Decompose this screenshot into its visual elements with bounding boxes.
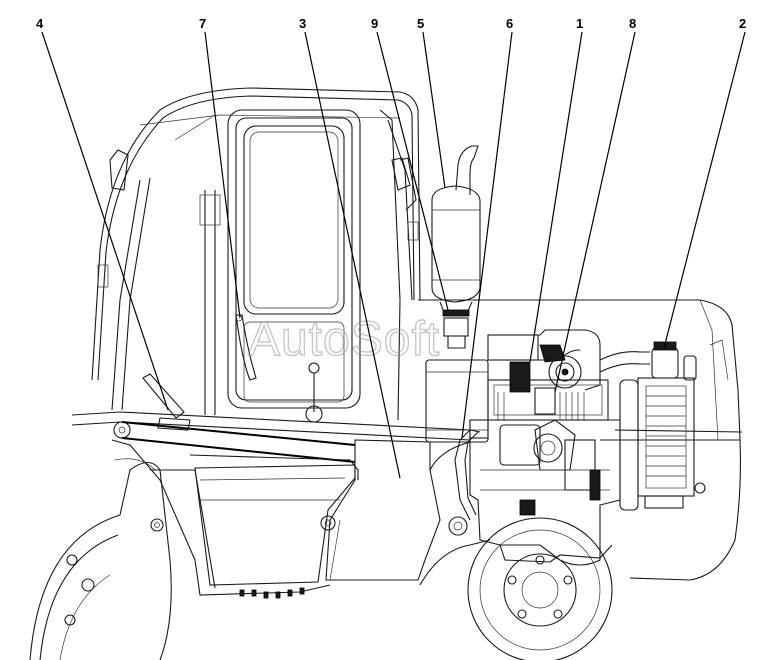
- leader-2: [663, 31, 746, 349]
- leader-9: [376, 31, 449, 311]
- front-wheel: [29, 458, 172, 660]
- leader-8: [554, 31, 636, 393]
- leader-4: [41, 31, 169, 411]
- air-cleaner: [425, 145, 489, 443]
- leader-1: [529, 31, 583, 363]
- watermark: AutoSoft: [248, 313, 440, 366]
- callout-7: 7: [199, 16, 206, 31]
- underside-fasteners: [239, 587, 305, 599]
- leader-lines: [41, 31, 746, 479]
- callout-6: 6: [506, 16, 513, 31]
- engine-hood: [418, 299, 743, 581]
- radiator-fins: [646, 395, 686, 477]
- callout-1: 1: [576, 16, 583, 31]
- callout-3: 3: [299, 16, 306, 31]
- callout-2: 2: [739, 16, 746, 31]
- callout-5: 5: [417, 16, 424, 31]
- callout-9: 9: [371, 16, 378, 31]
- cab: [91, 87, 421, 423]
- engine: [448, 329, 650, 566]
- callout-labels: 4 7 3 9 5 6 1 8 2: [36, 16, 746, 31]
- radiator: [619, 341, 706, 511]
- leader-6: [461, 31, 513, 439]
- engine-block-ribs: [497, 392, 585, 420]
- chassis: [71, 373, 491, 599]
- leader-3: [304, 31, 401, 479]
- leader-7: [204, 31, 241, 319]
- rear-wheel: [467, 517, 613, 660]
- callout-4: 4: [36, 16, 44, 31]
- leader-5: [422, 31, 446, 189]
- callout-8: 8: [629, 16, 636, 31]
